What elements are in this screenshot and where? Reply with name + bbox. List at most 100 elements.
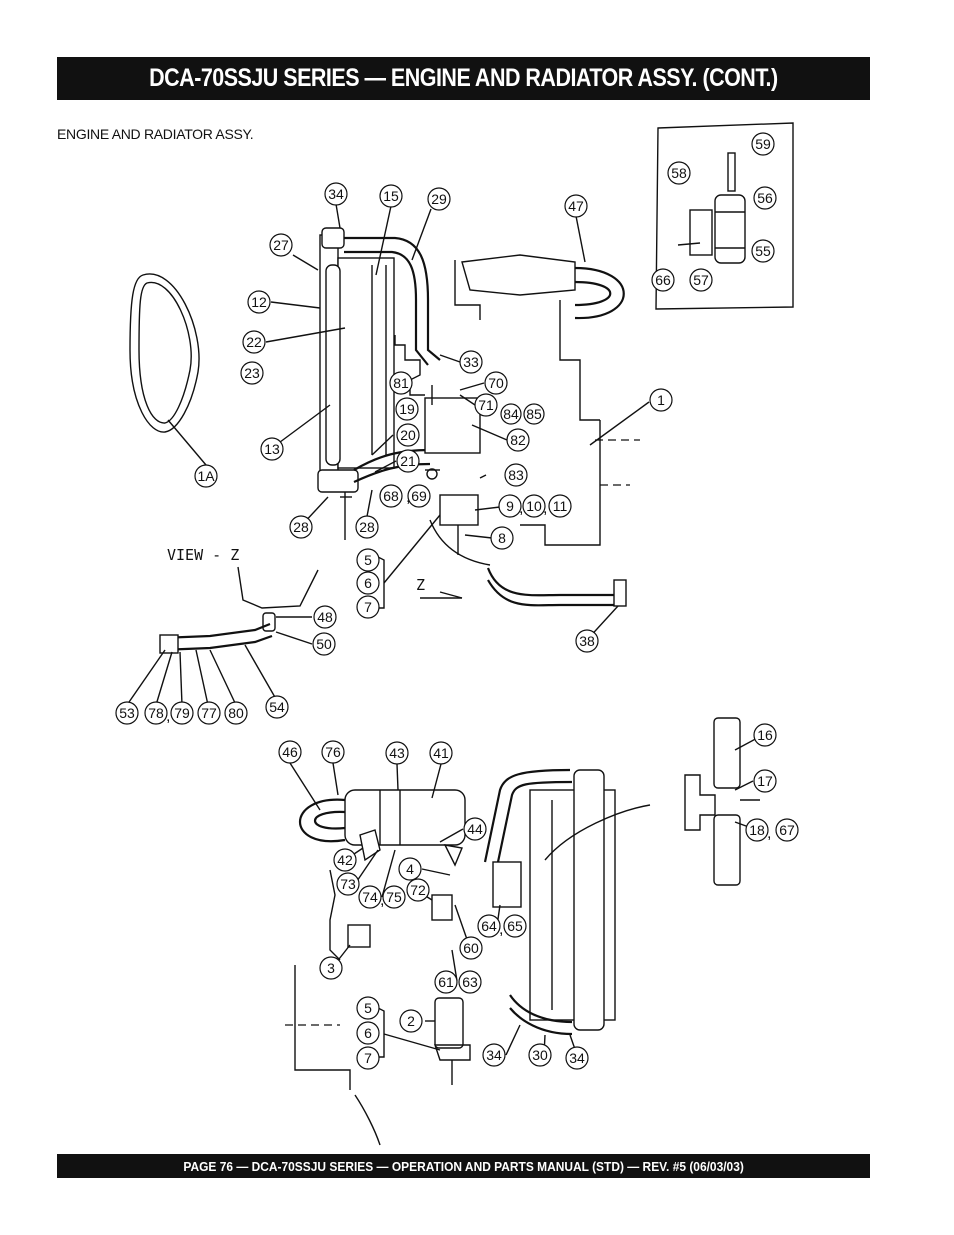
callout-6: 6 (356, 571, 380, 595)
callout-34: 34 (565, 1046, 589, 1070)
callout-17: 17 (753, 769, 777, 793)
callout-47: 47 (564, 194, 588, 218)
svg-text:1A: 1A (197, 468, 215, 484)
svg-text:77: 77 (201, 705, 217, 721)
callout-33: 33 (459, 350, 483, 374)
callout-57: 57 (689, 268, 713, 292)
callout-63: 63 (458, 970, 482, 994)
svg-text:7: 7 (364, 1050, 372, 1066)
svg-text:33: 33 (463, 354, 479, 370)
svg-text:16: 16 (757, 727, 773, 743)
svg-text:27: 27 (273, 237, 289, 253)
svg-text:57: 57 (693, 272, 709, 288)
svg-text:50: 50 (316, 636, 332, 652)
callout-72: 72 (406, 878, 430, 902)
callout-12: 12 (247, 290, 271, 314)
callout-79: 79 (170, 701, 194, 725)
svg-text:38: 38 (579, 633, 595, 649)
comma: , (166, 708, 170, 725)
section-label: ENGINE AND RADIATOR ASSY. (57, 126, 254, 142)
leader-lines (126, 203, 764, 1058)
radiator-upper (317, 227, 441, 540)
z-marker: Z (416, 576, 425, 594)
callout-44: 44 (463, 817, 487, 841)
svg-text:76: 76 (325, 744, 341, 760)
callout-28: 28 (355, 515, 379, 539)
callout-85: 85 (523, 403, 545, 425)
callout-13: 13 (260, 437, 284, 461)
callout-55: 55 (751, 239, 775, 263)
callout-29: 29 (427, 187, 451, 211)
callout-4: 4 (398, 857, 422, 881)
callout-20: 20 (396, 423, 420, 447)
lower-assembly (285, 717, 760, 1146)
svg-text:71: 71 (478, 397, 494, 413)
svg-text:34: 34 (328, 186, 344, 202)
callout-28: 28 (289, 515, 313, 539)
svg-text:30: 30 (532, 1047, 548, 1063)
svg-text:29: 29 (431, 191, 447, 207)
callout-59: 59 (751, 132, 775, 156)
comma: , (380, 892, 384, 909)
svg-text:11: 11 (553, 498, 568, 514)
callout-7: 7 (356, 1046, 380, 1070)
svg-text:34: 34 (569, 1050, 585, 1066)
callout-7: 7 (356, 595, 380, 619)
view-z-detail: VIEW - Z Z (159, 546, 463, 654)
page-title: DCA-70SSJU SERIES — ENGINE AND RADIATOR … (149, 64, 778, 92)
svg-text:18: 18 (749, 822, 765, 838)
svg-text:48: 48 (317, 609, 333, 625)
callout-77: 77 (197, 701, 221, 725)
svg-text:41: 41 (433, 745, 449, 761)
callout-3: 3 (319, 956, 343, 980)
engine-upper (394, 254, 640, 607)
svg-text:56: 56 (757, 190, 773, 206)
svg-text:79: 79 (174, 705, 190, 721)
callout-75: 75 (382, 885, 406, 909)
callout-1: 1 (649, 388, 673, 412)
svg-text:9: 9 (506, 498, 514, 514)
svg-text:81: 81 (393, 375, 409, 391)
svg-text:43: 43 (389, 745, 405, 761)
fan-belt (129, 273, 200, 433)
callout-8: 8 (490, 526, 514, 550)
callout-54: 54 (265, 695, 289, 719)
svg-text:10: 10 (526, 498, 542, 514)
callout-67: 67 (775, 818, 799, 842)
callout-64: 64 (477, 914, 501, 938)
callout-50: 50 (312, 632, 336, 656)
callout-53: 53 (115, 701, 139, 725)
svg-text:13: 13 (264, 441, 280, 457)
callout-78: 78 (144, 701, 168, 725)
svg-text:5: 5 (364, 1000, 372, 1016)
comma: , (543, 500, 547, 517)
view-z-label: VIEW - Z (167, 546, 239, 564)
callout-34: 34 (324, 182, 348, 206)
callout-61: 61 (434, 970, 458, 994)
callout-27: 27 (269, 233, 293, 257)
comma: , (406, 489, 410, 506)
callout-42: 42 (333, 848, 357, 872)
svg-text:3: 3 (327, 960, 335, 976)
svg-text:70: 70 (488, 375, 504, 391)
svg-text:53: 53 (119, 705, 135, 721)
callout-80: 80 (224, 701, 248, 725)
page-title-bar: DCA-70SSJU SERIES — ENGINE AND RADIATOR … (57, 57, 870, 100)
callout-34: 34 (482, 1043, 506, 1067)
callout-30: 30 (528, 1043, 552, 1067)
svg-text:78: 78 (148, 705, 164, 721)
svg-text:34: 34 (486, 1047, 502, 1063)
svg-text:65: 65 (507, 918, 523, 934)
footer-bar: PAGE 76 — DCA-70SSJU SERIES — OPERATION … (57, 1154, 870, 1178)
callout-46: 46 (278, 740, 302, 764)
svg-text:72: 72 (410, 882, 426, 898)
callout-6: 6 (356, 1021, 380, 1045)
svg-text:61: 61 (438, 974, 454, 990)
svg-text:66: 66 (655, 272, 671, 288)
svg-text:69: 69 (411, 488, 427, 504)
svg-text:12: 12 (251, 294, 267, 310)
callout-82: 82 (506, 428, 530, 452)
svg-text:2: 2 (407, 1013, 415, 1029)
callout-43: 43 (385, 741, 409, 765)
